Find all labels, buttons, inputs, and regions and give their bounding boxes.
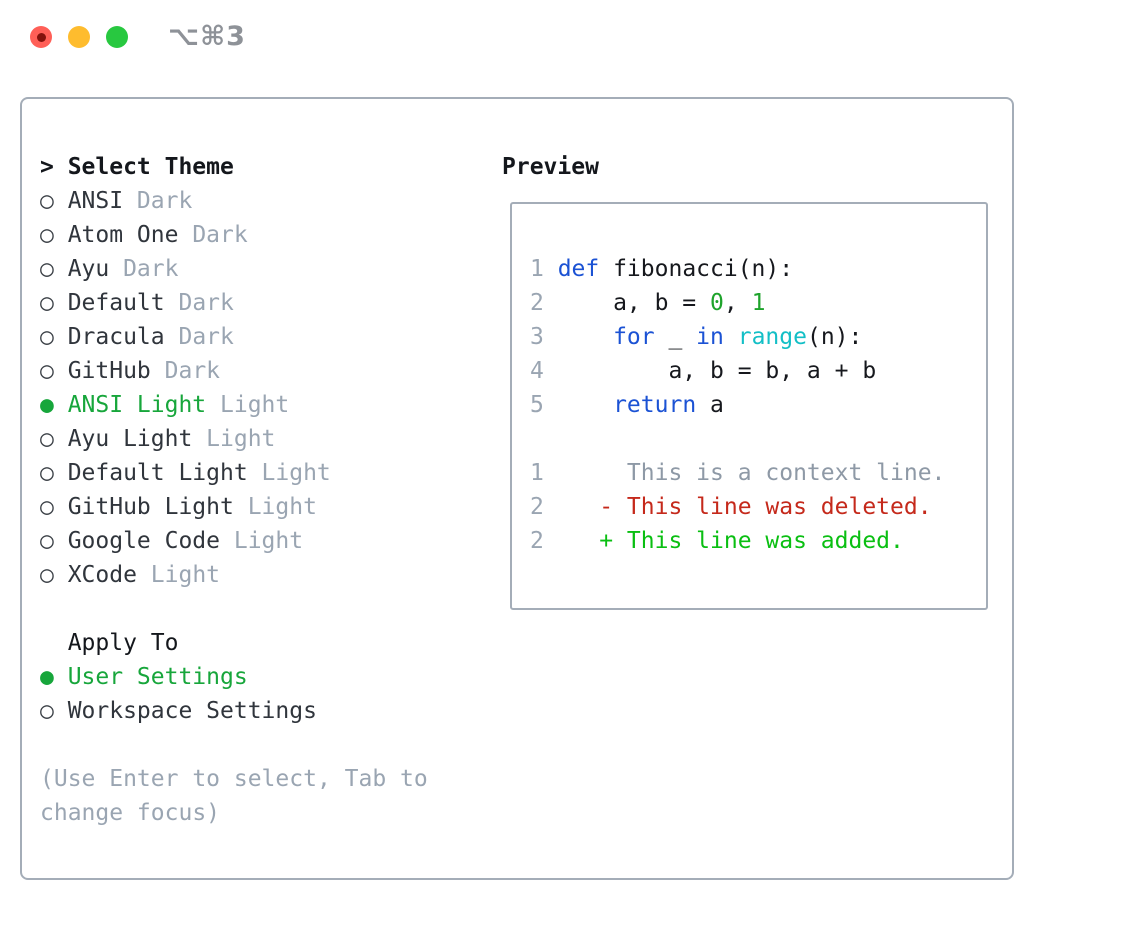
code-line: 3 for _ in range(n): <box>530 324 863 350</box>
diff-context-line: 1 This is a context line. <box>530 460 946 486</box>
code-line: 5 return a <box>530 392 724 418</box>
help-text: (Use Enter to select, Tab to change focu… <box>40 766 428 826</box>
radio-icon: ○ <box>40 460 54 486</box>
radio-icon: ○ <box>40 188 54 214</box>
radio-icon: ○ <box>40 426 54 452</box>
blank-line <box>530 422 986 456</box>
close-button[interactable] <box>30 26 52 48</box>
radio-icon: ○ <box>40 494 54 520</box>
radio-selected-icon: ● <box>40 664 54 690</box>
radio-icon: ○ <box>40 290 54 316</box>
apply-option-workspace-settings[interactable]: ○Workspace Settings <box>40 694 502 728</box>
radio-icon: ○ <box>40 324 54 350</box>
keyboard-shortcut-label: ⌥⌘3 <box>168 21 246 52</box>
select-theme-title: Select Theme <box>67 154 234 180</box>
cursor-icon: > <box>40 154 54 180</box>
radio-icon: ○ <box>40 222 54 248</box>
apply-to-section: Apply To ●User Settings ○Workspace Setti… <box>40 626 502 728</box>
code-line: 2 a, b = 0, 1 <box>530 290 766 316</box>
code-line: 4 a, b = b, a + b <box>530 358 877 384</box>
radio-icon: ○ <box>40 528 54 554</box>
zoom-button[interactable] <box>106 26 128 48</box>
minimize-button[interactable] <box>68 26 90 48</box>
select-theme-header: > Select Theme <box>40 150 502 184</box>
diff-added-line: 2 + This line was added. <box>530 528 904 554</box>
radio-icon: ○ <box>40 358 54 384</box>
diff-deleted-line: 2 - This line was deleted. <box>530 494 932 520</box>
radio-selected-icon: ● <box>40 392 54 418</box>
close-dot-icon <box>36 32 46 42</box>
radio-icon: ○ <box>40 256 54 282</box>
apply-to-header: Apply To <box>67 630 179 656</box>
preview-title: Preview <box>502 154 599 180</box>
radio-icon: ○ <box>40 562 54 588</box>
radio-icon: ○ <box>40 698 54 724</box>
titlebar: ⌥⌘3 <box>30 21 246 52</box>
apply-option-user-settings[interactable]: ●User Settings <box>40 660 502 694</box>
